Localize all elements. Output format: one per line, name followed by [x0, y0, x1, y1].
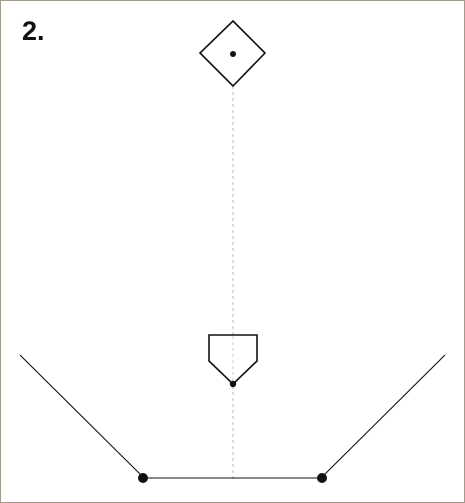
home-plate-point: [229, 380, 237, 388]
step-number-label: 2.: [22, 16, 45, 46]
foul-line-left: [19, 354, 144, 478]
baseline-left-point: [138, 473, 148, 483]
foul-line-right: [321, 354, 446, 478]
second-base-center-dot: [230, 51, 236, 57]
baseline-right-point: [317, 473, 327, 483]
home-plate-icon: [208, 334, 258, 386]
